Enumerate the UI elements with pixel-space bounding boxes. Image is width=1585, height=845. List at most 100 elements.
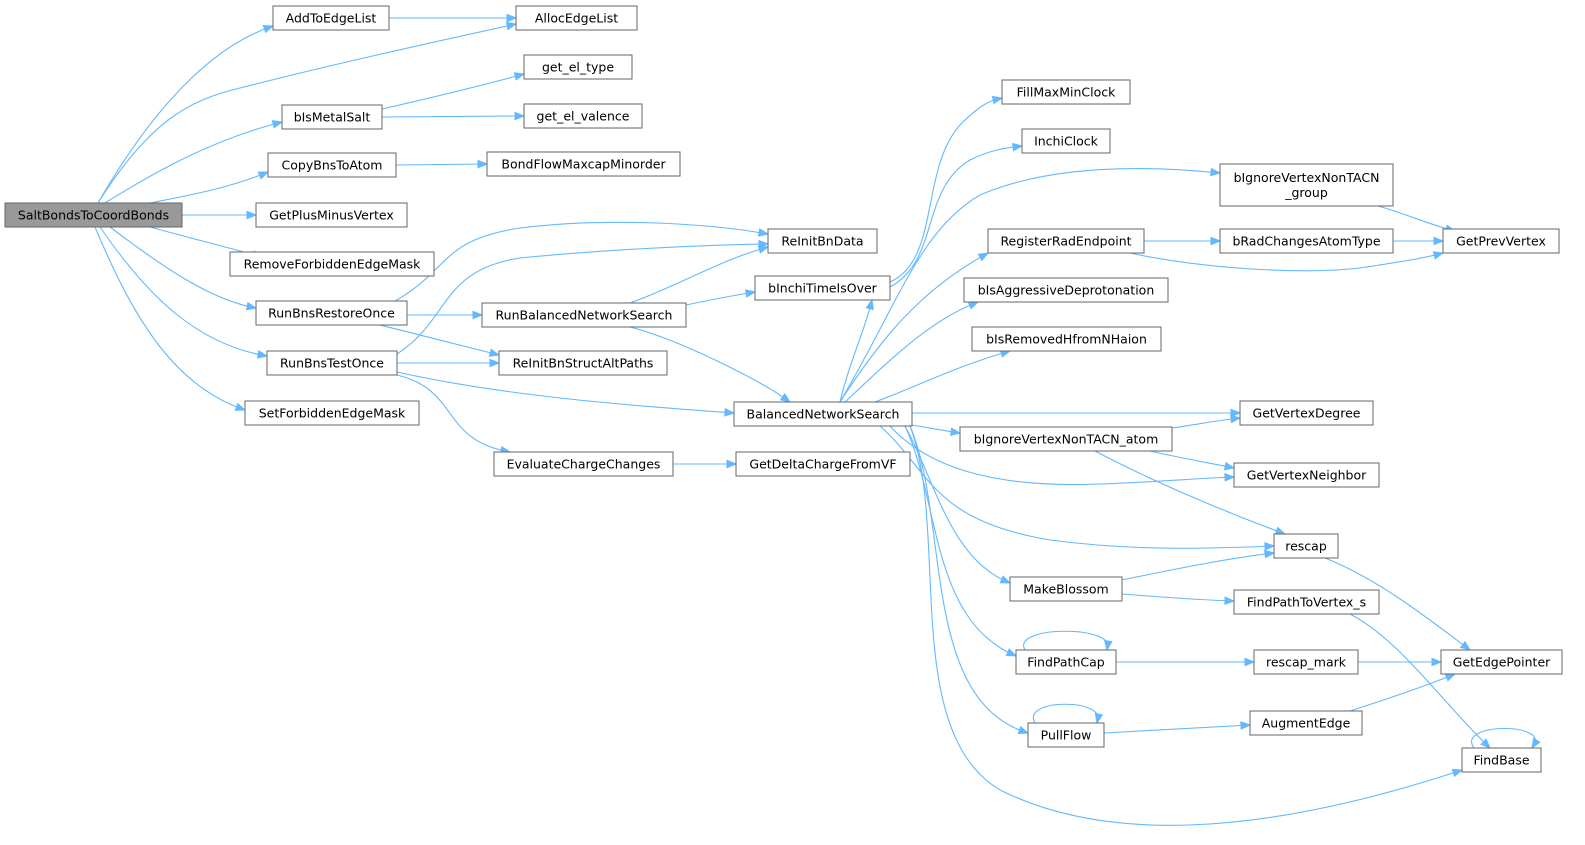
node-pullFlow[interactable]: PullFlow: [1027, 722, 1105, 748]
node-box[interactable]: [1273, 533, 1339, 559]
node-box[interactable]: [987, 228, 1145, 254]
node-makeBlossom[interactable]: MakeBlossom: [1009, 576, 1123, 602]
node-setForbidden[interactable]: SetForbiddenEdgeMask: [244, 400, 420, 426]
node-balancedNetworkSearch[interactable]: BalancedNetworkSearch: [733, 401, 913, 427]
edge-balancedNetworkSearch-to-rescap: [879, 425, 1275, 549]
node-box[interactable]: [486, 151, 681, 177]
node-bRadChanges[interactable]: bRadChangesAtomType: [1219, 228, 1394, 254]
node-box[interactable]: [754, 275, 891, 301]
edge-bIsMetalSalt-to-getElType: [381, 73, 525, 110]
node-box[interactable]: [523, 103, 643, 129]
edge-balancedNetworkSearch-to-findBase: [909, 425, 1463, 826]
node-runBnsTestOnce[interactable]: RunBnsTestOnce: [266, 350, 398, 376]
node-box[interactable]: [493, 451, 674, 477]
node-box[interactable]: [1233, 589, 1380, 615]
edge-bInchiTimeIsOver-to-inchiClock: [889, 145, 1023, 288]
node-runBnsRestoreOnce[interactable]: RunBnsRestoreOnce: [255, 300, 408, 326]
node-augmentEdge[interactable]: AugmentEdge: [1249, 710, 1363, 736]
node-box[interactable]: [244, 400, 420, 426]
node-box[interactable]: [4, 202, 183, 228]
node-reInitBnStructAltPaths[interactable]: ReInitBnStructAltPaths: [498, 350, 668, 376]
node-box[interactable]: [1021, 128, 1111, 154]
node-box[interactable]: [1249, 710, 1363, 736]
edge-bIgnoreGroup-to-getPrevVertex: [1377, 205, 1456, 232]
node-getDeltaCharge[interactable]: GetDeltaChargeFromVF: [735, 451, 911, 477]
node-bIsRemovedH[interactable]: bIsRemovedHfromNHaion: [971, 326, 1162, 352]
node-bIsMetalSalt[interactable]: bIsMetalSalt: [281, 104, 383, 130]
node-box[interactable]: [498, 350, 668, 376]
node-box[interactable]: [272, 5, 390, 31]
edge-findBase-to-findBase: [1471, 728, 1536, 749]
nodes-layer: SaltBondsToCoordBonds AddToEdgeList AllocE…: [4, 5, 1563, 773]
node-box[interactable]: [1027, 722, 1105, 748]
node-evaluateChargeChanges[interactable]: EvaluateChargeChanges: [493, 451, 674, 477]
node-box[interactable]: [229, 251, 435, 277]
node-box[interactable]: [733, 401, 913, 427]
node-box[interactable]: [735, 451, 911, 477]
node-box[interactable]: [255, 202, 408, 228]
node-findPathCap[interactable]: FindPathCap: [1015, 649, 1117, 675]
node-label: SetForbiddenEdgeMask: [259, 406, 406, 421]
node-root[interactable]: SaltBondsToCoordBonds: [4, 202, 183, 228]
arrowhead-findPathToVertex-to-findBase: [1480, 738, 1491, 749]
node-getPlusMinusVertex[interactable]: GetPlusMinusVertex: [255, 202, 408, 228]
node-label: rescap: [1285, 539, 1327, 554]
node-box[interactable]: [1015, 649, 1117, 675]
node-box[interactable]: [1440, 649, 1563, 675]
node-getElType[interactable]: get_el_type: [523, 54, 633, 80]
edge-runBnsTestOnce-to-balancedNetworkSearch: [396, 371, 735, 414]
arrowhead-findBase-to-findBase: [1531, 737, 1541, 750]
node-registerRadEndpoint[interactable]: RegisterRadEndpoint: [987, 228, 1145, 254]
arrowhead-balancedNetworkSearch-to-pullFlow: [1017, 725, 1030, 735]
node-removeForbidden[interactable]: RemoveForbiddenEdgeMask: [229, 251, 435, 277]
node-bInchiTimeIsOver[interactable]: bInchiTimeIsOver: [754, 275, 891, 301]
node-box[interactable]: [767, 228, 878, 254]
node-label: ReInitBnStructAltPaths: [513, 356, 654, 371]
node-findBase[interactable]: FindBase: [1461, 747, 1542, 773]
node-bIsAggressive[interactable]: bIsAggressiveDeprotonation: [963, 277, 1169, 303]
node-box[interactable]: [267, 152, 397, 178]
node-box[interactable]: [523, 54, 633, 80]
node-bondFlow[interactable]: BondFlowMaxcapMinorder: [486, 151, 681, 177]
node-box[interactable]: [1461, 747, 1542, 773]
node-copyBnsToAtom[interactable]: CopyBnsToAtom: [267, 152, 397, 178]
node-box[interactable]: [255, 300, 408, 326]
node-findPathToVertex[interactable]: FindPathToVertex_s: [1233, 589, 1380, 615]
edge-balancedNetworkSearch-to-bIsAggressive: [844, 301, 979, 403]
node-box[interactable]: [481, 302, 687, 328]
node-box[interactable]: [266, 350, 398, 376]
node-box[interactable]: [959, 426, 1173, 452]
node-box[interactable]: [1253, 649, 1359, 675]
node-box[interactable]: [515, 5, 638, 31]
node-box[interactable]: [963, 277, 1169, 303]
node-box[interactable]: [1219, 163, 1394, 207]
node-box[interactable]: [971, 326, 1162, 352]
node-box[interactable]: [1239, 400, 1374, 426]
node-box[interactable]: [1009, 576, 1123, 602]
node-label: rescap_mark: [1266, 655, 1347, 670]
node-rescap[interactable]: rescap: [1273, 533, 1339, 559]
node-box[interactable]: [281, 104, 383, 130]
node-reInitBnData[interactable]: ReInitBnData: [767, 228, 878, 254]
node-box[interactable]: [1219, 228, 1394, 254]
node-getElValence[interactable]: get_el_valence: [523, 103, 643, 129]
node-inchiClock[interactable]: InchiClock: [1021, 128, 1111, 154]
node-getPrevVertex[interactable]: GetPrevVertex: [1442, 228, 1560, 254]
node-label: FindBase: [1473, 753, 1529, 768]
node-box[interactable]: [1001, 79, 1131, 105]
node-box[interactable]: [1233, 462, 1380, 488]
node-bIgnoreAtom[interactable]: bIgnoreVertexNonTACN_atom: [959, 426, 1173, 452]
node-label: ReInitBnData: [781, 234, 863, 249]
node-rescapMark[interactable]: rescap_mark: [1253, 649, 1359, 675]
node-allocEdgeList[interactable]: AllocEdgeList: [515, 5, 638, 31]
arrowhead-bInchiTimeIsOver-to-fillMaxMinClock: [991, 95, 1004, 105]
edge-root-to-copyBnsToAtom: [149, 171, 269, 204]
node-runBalancedNetworkSearch[interactable]: RunBalancedNetworkSearch: [481, 302, 687, 328]
node-getEdgePointer[interactable]: GetEdgePointer: [1440, 649, 1563, 675]
node-box[interactable]: [1442, 228, 1560, 254]
node-addToEdgeList[interactable]: AddToEdgeList: [272, 5, 390, 31]
node-bIgnoreGroup[interactable]: bIgnoreVertexNonTACN_group: [1219, 163, 1394, 207]
node-getVertexNeighbor[interactable]: GetVertexNeighbor: [1233, 462, 1380, 488]
node-fillMaxMinClock[interactable]: FillMaxMinClock: [1001, 79, 1131, 105]
node-getVertexDegree[interactable]: GetVertexDegree: [1239, 400, 1374, 426]
